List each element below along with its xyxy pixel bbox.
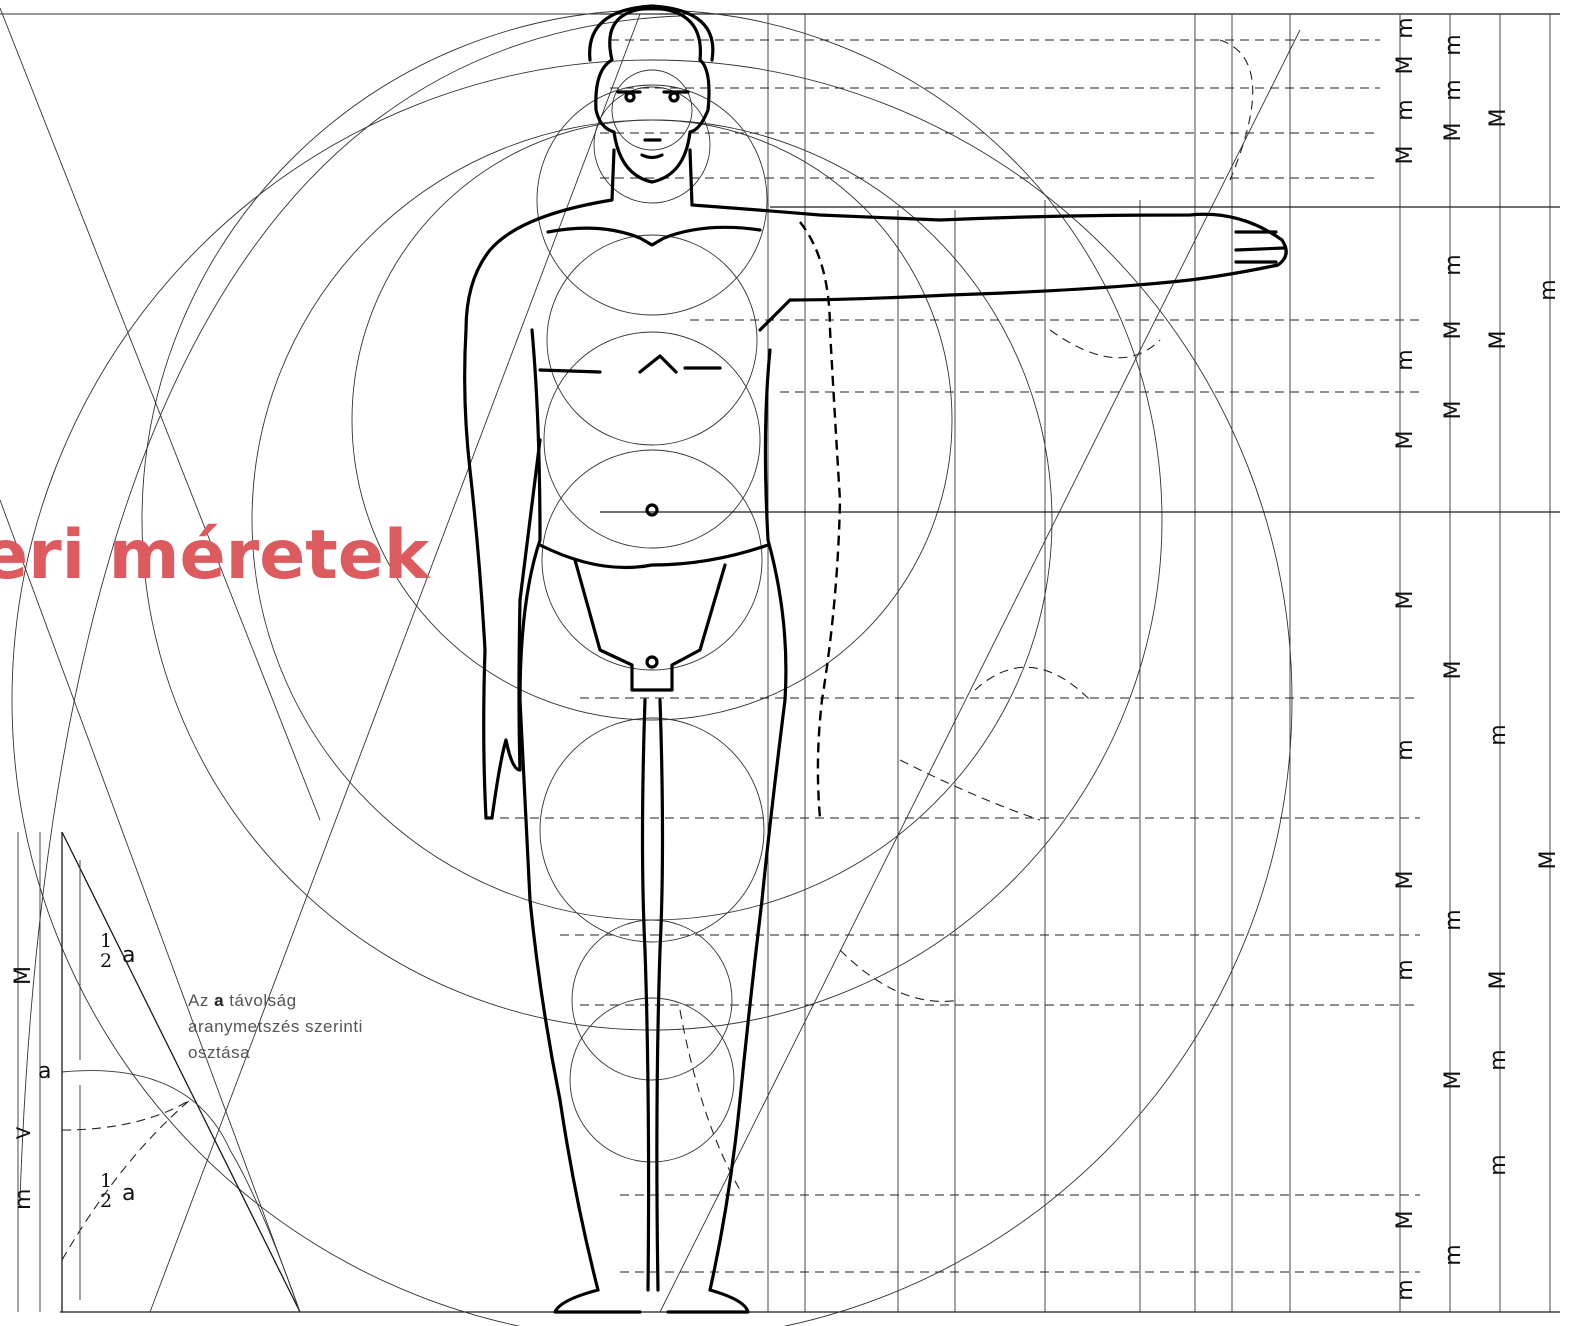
inset-half-top-den: 2 [100,950,112,972]
scale-label: M [1486,971,1511,990]
scale-label: M [1441,1071,1466,1090]
scale-label: M [1393,56,1418,75]
scale-label: m [1536,279,1561,300]
scale-label: m [1486,1154,1511,1175]
inset-half-top-a: a [122,943,135,968]
scale-label: M [1441,661,1466,680]
scale-label: M [1441,401,1466,420]
scale-label: m [1441,909,1466,930]
scale-label: m [1486,724,1511,745]
scale-label: M [1486,109,1511,128]
construction-lines [0,8,1560,1326]
scale-label: M [1486,331,1511,350]
page-title: eri méretek [0,516,431,595]
scale-label: m [1441,1244,1466,1265]
scale-label: m [1441,254,1466,275]
scale-label: M [1393,871,1418,890]
human-figure [465,6,1287,1312]
svg-text:Az a távolság: Az a távolság [188,991,297,1010]
scale-columns [1400,14,1550,1312]
inset-label-V: > [14,1121,32,1146]
caption-line1-a: a [214,991,224,1010]
inset-label-M: M [11,966,36,985]
scale-label: M [1441,321,1466,340]
scale-label: M [1441,123,1466,142]
scale-label: m [1393,739,1418,760]
scale-label: m [1393,99,1418,120]
caption-line1-rest: távolság [224,991,297,1010]
scale-column-4: mM [1536,279,1561,869]
golden-section-inset: M a m 1 2 a 1 2 a > [11,832,300,1312]
caption-line1-prefix: Az [188,991,214,1010]
inset-half-top-num: 1 [100,930,112,952]
scale-label: m [1441,34,1466,55]
scale-label: m [1441,79,1466,100]
inset-label-m: m [11,1189,36,1210]
inset-half-bot-den: 2 [100,1190,112,1212]
scale-label: M [1393,146,1418,165]
scale-label: m [1393,17,1418,38]
inset-label-a: a [38,1059,51,1084]
scale-label: M [1393,1211,1418,1230]
inset-half-bot-num: 1 [100,1170,112,1192]
scale-label: M [1536,851,1561,870]
scale-label: m [1393,959,1418,980]
inset-half-bot-a: a [122,1181,135,1206]
scale-label: M [1393,591,1418,610]
scale-label: m [1486,1049,1511,1070]
caption: Az a távolság aranymetszés szerinti oszt… [188,991,363,1062]
caption-line2: aranymetszés szerinti [188,1017,363,1036]
scale-label: m [1393,1279,1418,1300]
scale-label: M [1393,431,1418,450]
caption-line3: osztása [188,1043,250,1062]
scale-label: m [1393,349,1418,370]
